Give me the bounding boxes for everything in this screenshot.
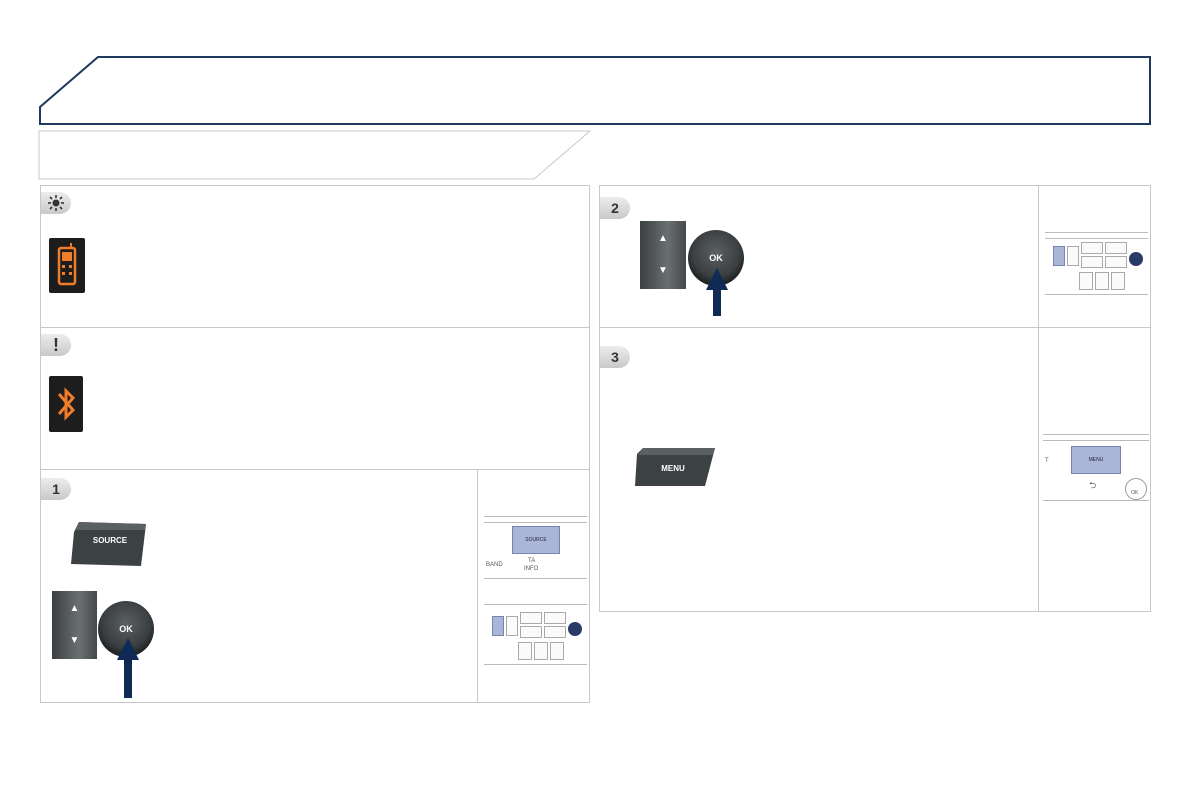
thumb-menu-key: MENU xyxy=(1071,446,1121,474)
thumb-band-label: BAND xyxy=(486,562,503,568)
step-3-badge: 3 xyxy=(600,346,630,368)
thumb-t-label: T xyxy=(1045,458,1049,464)
step-2-box: 2 ▲ ▼ OK xyxy=(599,185,1039,328)
up-down-rocker[interactable]: ▲ ▼ xyxy=(640,221,686,289)
step-2-badge: 2 xyxy=(600,197,630,219)
arrow-up-icon[interactable]: ▲ xyxy=(69,603,80,614)
light-bulb-icon xyxy=(48,195,64,211)
press-arrow-icon xyxy=(706,268,728,316)
step-3-thumb-box: T MENU ⮌ OK xyxy=(1038,327,1151,612)
thumb-menu-panel: T MENU ⮌ OK xyxy=(1043,430,1149,505)
exclamation-icon: ! xyxy=(53,334,59,355)
header-banner xyxy=(39,56,1151,125)
thumb-info-label: INFO xyxy=(524,566,539,572)
thumb-ok-label: OK xyxy=(1131,490,1139,496)
tip-box xyxy=(40,185,590,328)
arrow-down-icon[interactable]: ▼ xyxy=(69,635,80,646)
up-down-rocker[interactable]: ▲ ▼ xyxy=(52,591,97,659)
warning-badge: ! xyxy=(41,334,71,356)
thumb-ta-label: TA xyxy=(528,558,536,564)
step-1-thumb-box: SOURCE BAND TA INFO xyxy=(477,469,590,703)
arrow-down-icon[interactable]: ▼ xyxy=(658,265,668,276)
arrow-up-icon[interactable]: ▲ xyxy=(658,233,668,244)
step-1-badge: 1 xyxy=(41,478,71,500)
warning-box: ! xyxy=(40,327,590,470)
step-1-box: 1 SOURCE ▲ ▼ OK xyxy=(40,469,478,703)
thumb-source-key: SOURCE xyxy=(512,526,560,554)
bluetooth-icon xyxy=(49,376,83,432)
thumb-source-panel: SOURCE BAND TA INFO xyxy=(484,510,587,588)
source-button[interactable] xyxy=(71,522,146,566)
section-subheader xyxy=(38,130,592,180)
thumb-ok-panel xyxy=(484,598,587,668)
menu-button[interactable] xyxy=(635,448,715,486)
mobile-phone-icon xyxy=(49,238,85,293)
step-2-thumb-box xyxy=(1038,185,1151,328)
thumb-ok-panel xyxy=(1045,228,1148,298)
menu-button-label: MENU xyxy=(661,464,685,473)
press-arrow-icon xyxy=(117,638,139,698)
tip-badge xyxy=(41,192,71,214)
step-3-box: 3 MENU xyxy=(599,327,1039,612)
source-button-label: SOURCE xyxy=(92,536,128,545)
